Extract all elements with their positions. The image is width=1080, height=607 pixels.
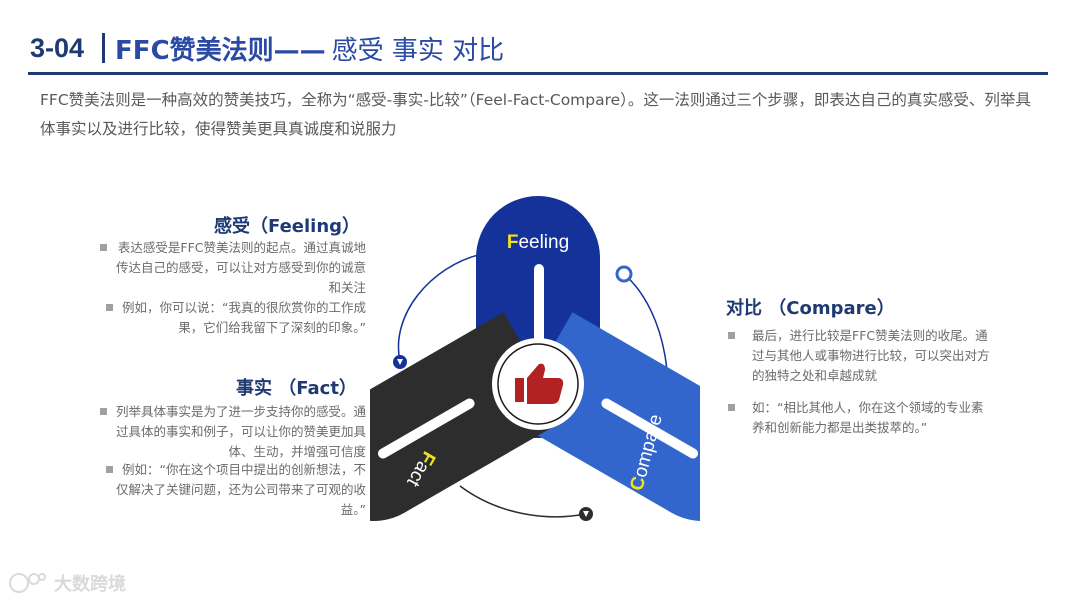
watermark-logo: 大数跨境 (8, 570, 126, 596)
fact-bullet-2-text: 例如：“你在这个项目中提出的创新想法，不仅解决了关键问题，还为公司带来了可观的收… (116, 462, 367, 517)
arc-arrow-bottom-icon (583, 511, 589, 517)
feeling-label: Feeling (507, 232, 569, 253)
logo-text: 大数跨境 (54, 574, 126, 595)
fact-title: 事实 （Fact） (236, 378, 357, 399)
feeling-bullet-2-text: 例如，你可以说：“我真的很欣赏你的工作成果，它们给我留下了深刻的印象。” (122, 300, 366, 335)
arc-arrow-left-icon (397, 359, 403, 365)
bullet-mark (100, 244, 107, 251)
fact-bullet-1-text: 列举具体事实是为了进一步支持你的感受。通过具体的事实和例子，可以让你的赞美更加具… (115, 404, 366, 459)
intro-paragraph: FFC赞美法则是一种高效的赞美技巧，全称为“感受-事实-比较”（Feel-Fac… (40, 91, 1031, 138)
bullet-mark (728, 404, 735, 411)
section-number: 3-04 (30, 32, 85, 63)
feeling-title: 感受（Feeling） (214, 216, 361, 237)
title-bar: 3-04 FFC赞美法则—— 感受 事实 对比 (30, 28, 504, 68)
compare-bullet-1-text: 最后，进行比较是FFC赞美法则的收尾。通过与其他人或事物进行比较，可以突出对方的… (752, 328, 990, 383)
bullet-mark (100, 408, 107, 415)
page-subtitle: 感受 事实 对比 (331, 35, 505, 66)
logo-icon (9, 573, 46, 593)
title-separator (102, 33, 106, 63)
fact-bullet-2: 例如：“你在这个项目中提出的创新想法，不仅解决了关键问题，还为公司带来了可观的收… (106, 460, 367, 520)
page-title: FFC赞美法则—— (115, 35, 326, 66)
bullet-mark (106, 466, 113, 473)
feeling-bullet-1: 表达感受是FFC赞美法则的起点。通过真诚地传达自己的感受，可以让对方感受到你的诚… (100, 238, 366, 298)
compare-title: 对比 （Compare） (726, 298, 895, 319)
compare-bullet-1: 最后，进行比较是FFC赞美法则的收尾。通过与其他人或事物进行比较，可以突出对方的… (728, 326, 992, 386)
feeling-bullet-2: 例如，你可以说：“我真的很欣赏你的工作成果，它们给我留下了深刻的印象。” (106, 298, 366, 338)
feeling-bullet-1-text: 表达感受是FFC赞美法则的起点。通过真诚地传达自己的感受，可以让对方感受到你的诚… (115, 240, 366, 295)
arc-node-circle (615, 265, 633, 283)
ffc-diagram: Feeling Compare Fact (370, 196, 700, 521)
connector-arc-left (397, 253, 483, 362)
thumbs-up-icon (515, 363, 564, 404)
compare-bullet-2-text: 如：“相比其他人，你在这个领域的专业素养和创新能力都是出类拔萃的。” (752, 400, 984, 435)
compare-bullet-2: 如：“相比其他人，你在这个领域的专业素养和创新能力都是出类拔萃的。” (728, 398, 992, 438)
fact-bullet-1: 列举具体事实是为了进一步支持你的感受。通过具体的事实和例子，可以让你的赞美更加具… (100, 402, 366, 462)
bullet-mark (106, 304, 113, 311)
connector-arc-bottom (459, 485, 586, 518)
bullet-mark (728, 332, 735, 339)
title-divider (28, 72, 1048, 75)
